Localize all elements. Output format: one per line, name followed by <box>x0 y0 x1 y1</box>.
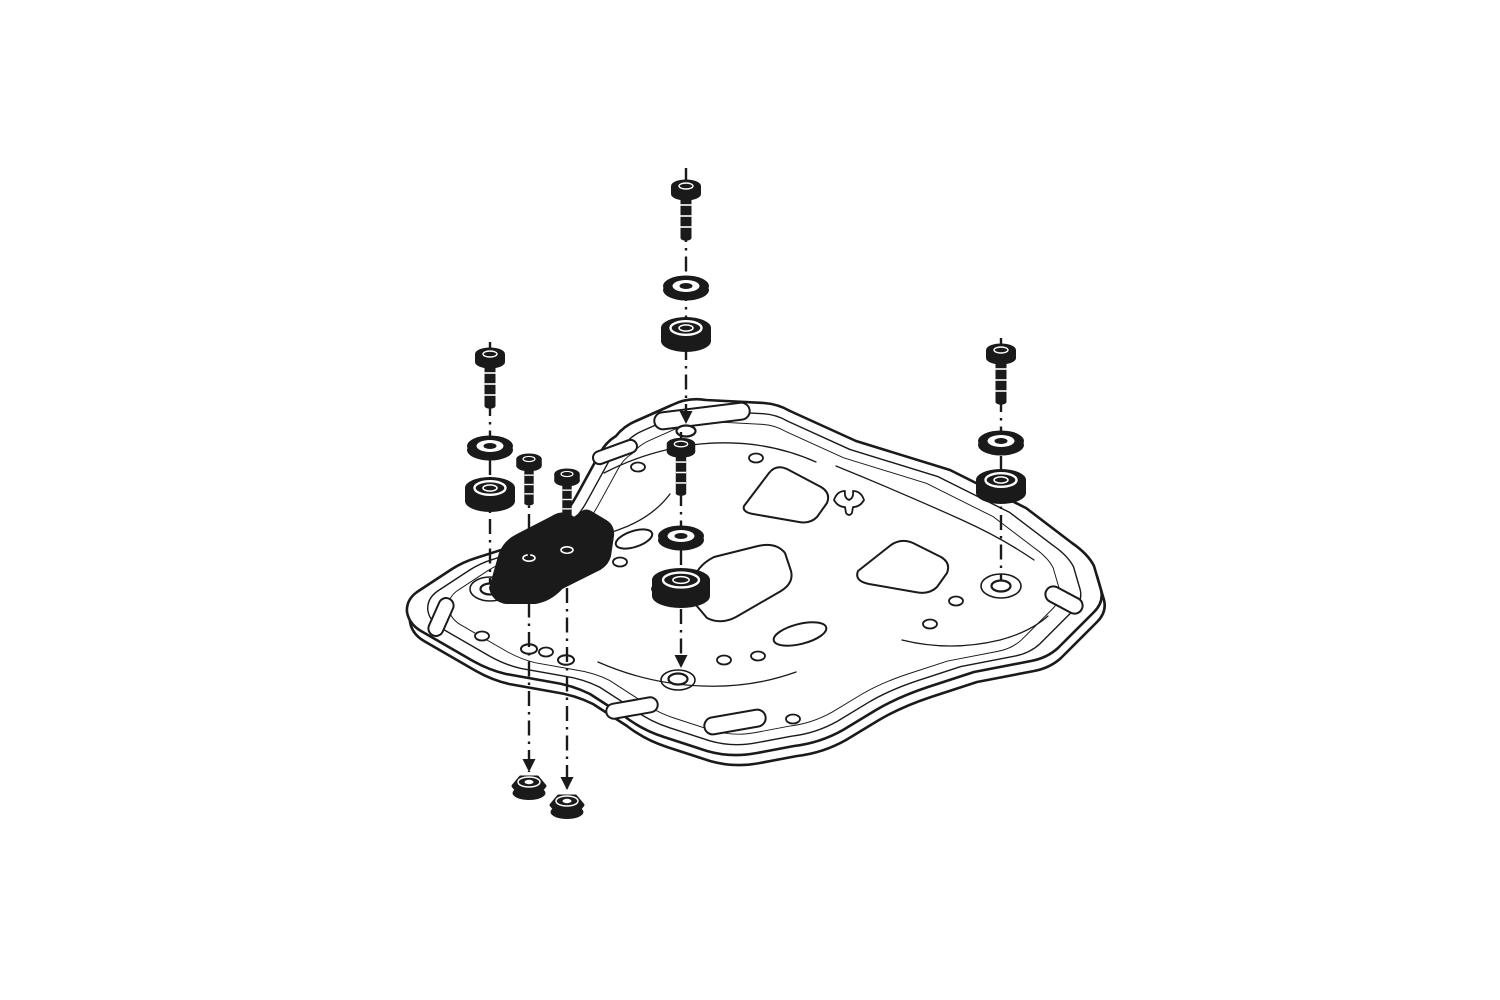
stack-top-center <box>661 168 711 424</box>
plate-hole <box>474 630 490 642</box>
stack-right <box>976 338 1026 580</box>
plate-cutout-upper <box>742 466 830 524</box>
adapter-bracket-body <box>489 509 615 604</box>
plate-hole <box>748 452 764 464</box>
insertion-arrow <box>674 655 688 668</box>
washer-hole <box>674 533 688 539</box>
nut-hole <box>562 798 572 804</box>
mount-hole <box>990 579 1012 593</box>
plate-cutout-oval-lower <box>772 621 828 647</box>
grommet-hole <box>678 324 694 332</box>
adapter-bracket-hole <box>560 545 574 554</box>
screw-drive-recess <box>678 182 694 190</box>
mount-hole <box>675 424 697 438</box>
washer-hole <box>483 443 497 449</box>
plate-hole <box>750 650 766 662</box>
grommet-hole <box>482 484 498 492</box>
grommet-hole <box>672 575 690 585</box>
grommet-ring <box>473 479 507 497</box>
grommet-top <box>976 469 1026 491</box>
grommet-hole <box>993 476 1009 484</box>
stack-center <box>652 432 710 668</box>
grommet-ring <box>669 319 703 337</box>
fasteners-layer <box>465 168 1026 819</box>
plate-hole <box>948 595 964 607</box>
screw-drive-recess <box>673 440 689 448</box>
plate-rib <box>835 465 1035 561</box>
insertion-arrow <box>679 411 693 424</box>
stack-left <box>465 342 515 584</box>
washer-hole <box>994 438 1008 444</box>
grommet-top <box>652 568 710 592</box>
screw-head-top <box>986 343 1016 357</box>
plate-rib <box>603 442 817 474</box>
screw-drive-recess <box>522 455 536 463</box>
screw-tip <box>484 403 496 409</box>
plate-cutout-right <box>856 539 950 594</box>
plate-hole <box>716 654 732 666</box>
screw-tip <box>995 399 1007 405</box>
plate-slot-upper-left <box>591 438 639 466</box>
plate-slot-left-tab <box>427 597 455 637</box>
mount-hole <box>667 672 689 686</box>
grommet-top <box>465 477 515 499</box>
brand-logo <box>833 490 865 516</box>
nut-hole <box>524 779 534 785</box>
screw-drive-recess <box>993 346 1009 354</box>
screw-tip <box>562 515 572 521</box>
plate-hole <box>630 461 646 473</box>
mount-boss <box>660 669 696 691</box>
screw-head-top <box>475 347 505 361</box>
screw-drive-recess <box>482 350 498 358</box>
plate-cutout-oval-left <box>614 528 654 550</box>
rack-plate <box>405 397 1106 767</box>
grommet-ring <box>984 471 1018 489</box>
grommet-top <box>661 317 711 339</box>
screw-head-top <box>516 453 542 465</box>
screw-head-top <box>666 437 696 451</box>
plate-hole <box>538 646 554 658</box>
plate-hole <box>612 556 628 568</box>
plate-hole <box>785 713 801 725</box>
screw-tip <box>524 500 534 506</box>
plate-slot-bottom-left <box>605 696 659 720</box>
stack-bracket-right <box>549 468 585 819</box>
grommet-ring <box>661 571 701 589</box>
plate-slot-bottom-right <box>703 708 767 736</box>
washer-hole <box>679 283 693 289</box>
screw-head-top <box>671 179 701 193</box>
plate-slot-top <box>653 401 751 431</box>
insertion-arrow <box>560 777 574 790</box>
plate-hole <box>922 618 938 630</box>
insertion-arrow <box>522 759 536 772</box>
screw-head-top <box>554 468 580 480</box>
screw-tip <box>680 235 692 241</box>
stack-bracket-left <box>511 453 547 800</box>
plate-slot-right-tab <box>1044 585 1084 615</box>
plate-rib <box>901 615 1049 647</box>
screw-tip <box>675 490 687 496</box>
plate-rib <box>597 661 797 687</box>
screw-drive-recess <box>560 470 574 478</box>
